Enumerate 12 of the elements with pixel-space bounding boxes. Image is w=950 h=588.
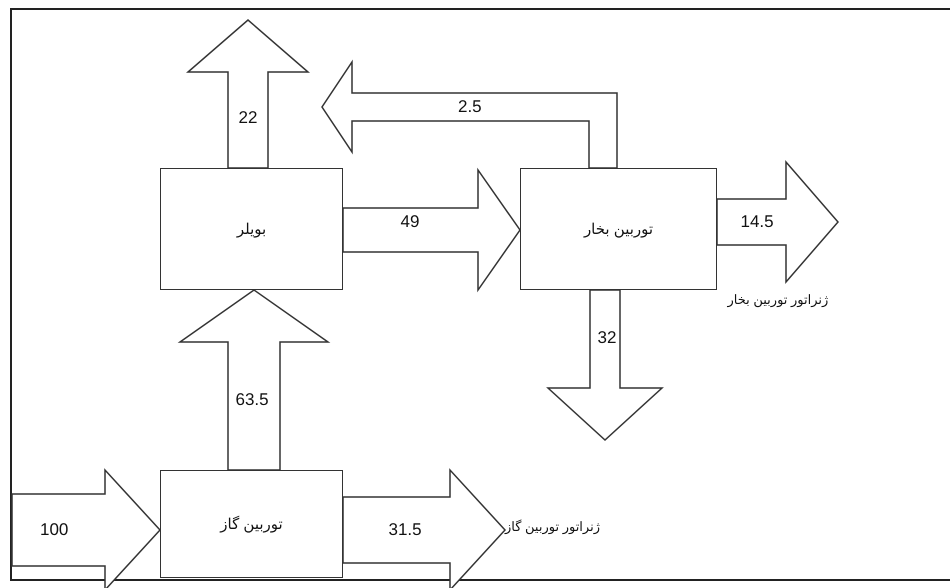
block-arrow (11, 468, 162, 588)
block-arrow (186, 19, 310, 169)
process-box: بویلر (160, 168, 343, 290)
block-arrow (342, 168, 521, 292)
block-arrow (546, 289, 664, 442)
block-arrow (178, 289, 330, 471)
process-box: توربین گاز (160, 470, 343, 578)
output-label: ژنراتور توربین بخار (728, 292, 828, 308)
block-arrow (321, 60, 618, 169)
process-box: توربین بخار (520, 168, 717, 290)
output-label: ژنراتور توربین گاز (505, 519, 600, 535)
block-arrow (342, 468, 506, 588)
